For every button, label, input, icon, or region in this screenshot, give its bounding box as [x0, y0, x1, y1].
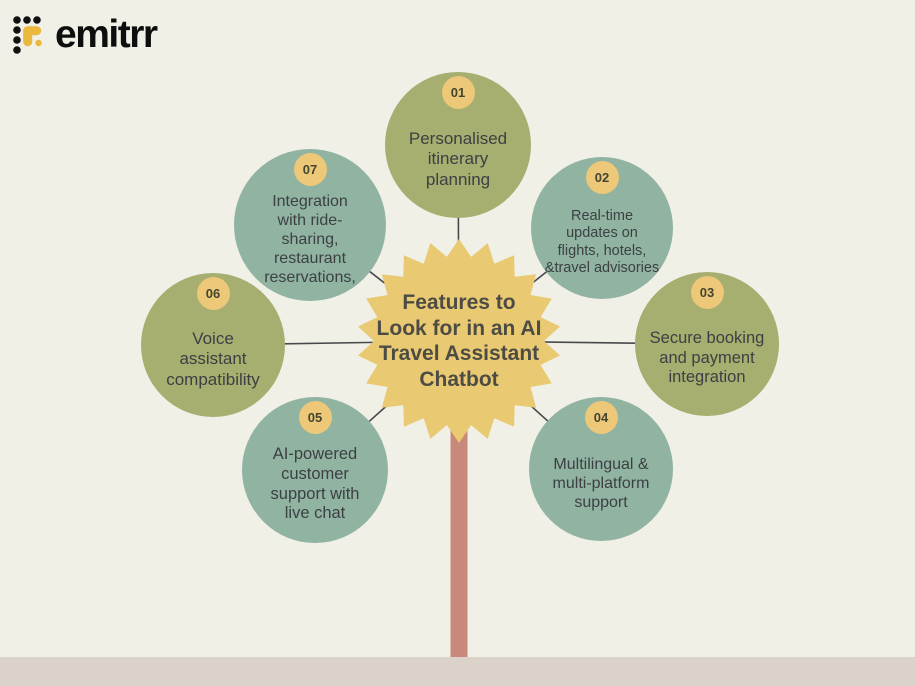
node-label: AI-powered customer support with live ch…	[270, 444, 360, 523]
node-number-badge: 04	[584, 401, 618, 434]
emitrr-dot-grid-icon	[13, 16, 42, 54]
starburst-shape	[358, 239, 560, 443]
node-number-badge: 03	[690, 276, 724, 309]
logo: emitrr	[10, 12, 158, 56]
node-label: Real-time updates on flights, hotels, &t…	[544, 207, 660, 276]
node-label: Multilingual & multi-platform support	[552, 455, 650, 512]
footer-bar	[0, 657, 915, 686]
center-title: Features to Look for in an AI Travel Ass…	[376, 290, 542, 391]
node-number-badge: 02	[585, 161, 619, 194]
node-label: Voice assistant compatibility	[166, 328, 260, 389]
node-label: Secure booking and payment integration	[649, 328, 765, 387]
node-number-badge: 07	[293, 153, 327, 186]
node-label: Integration with ride- sharing, restaura…	[264, 192, 356, 287]
node-label: Personalised itinerary planning	[408, 128, 508, 189]
node-number-badge: 01	[441, 76, 475, 109]
node-number-badge: 05	[298, 401, 332, 434]
tree-trunk	[450, 425, 468, 657]
node-number-badge: 06	[196, 277, 230, 310]
logo-text: emitrr	[55, 12, 158, 56]
